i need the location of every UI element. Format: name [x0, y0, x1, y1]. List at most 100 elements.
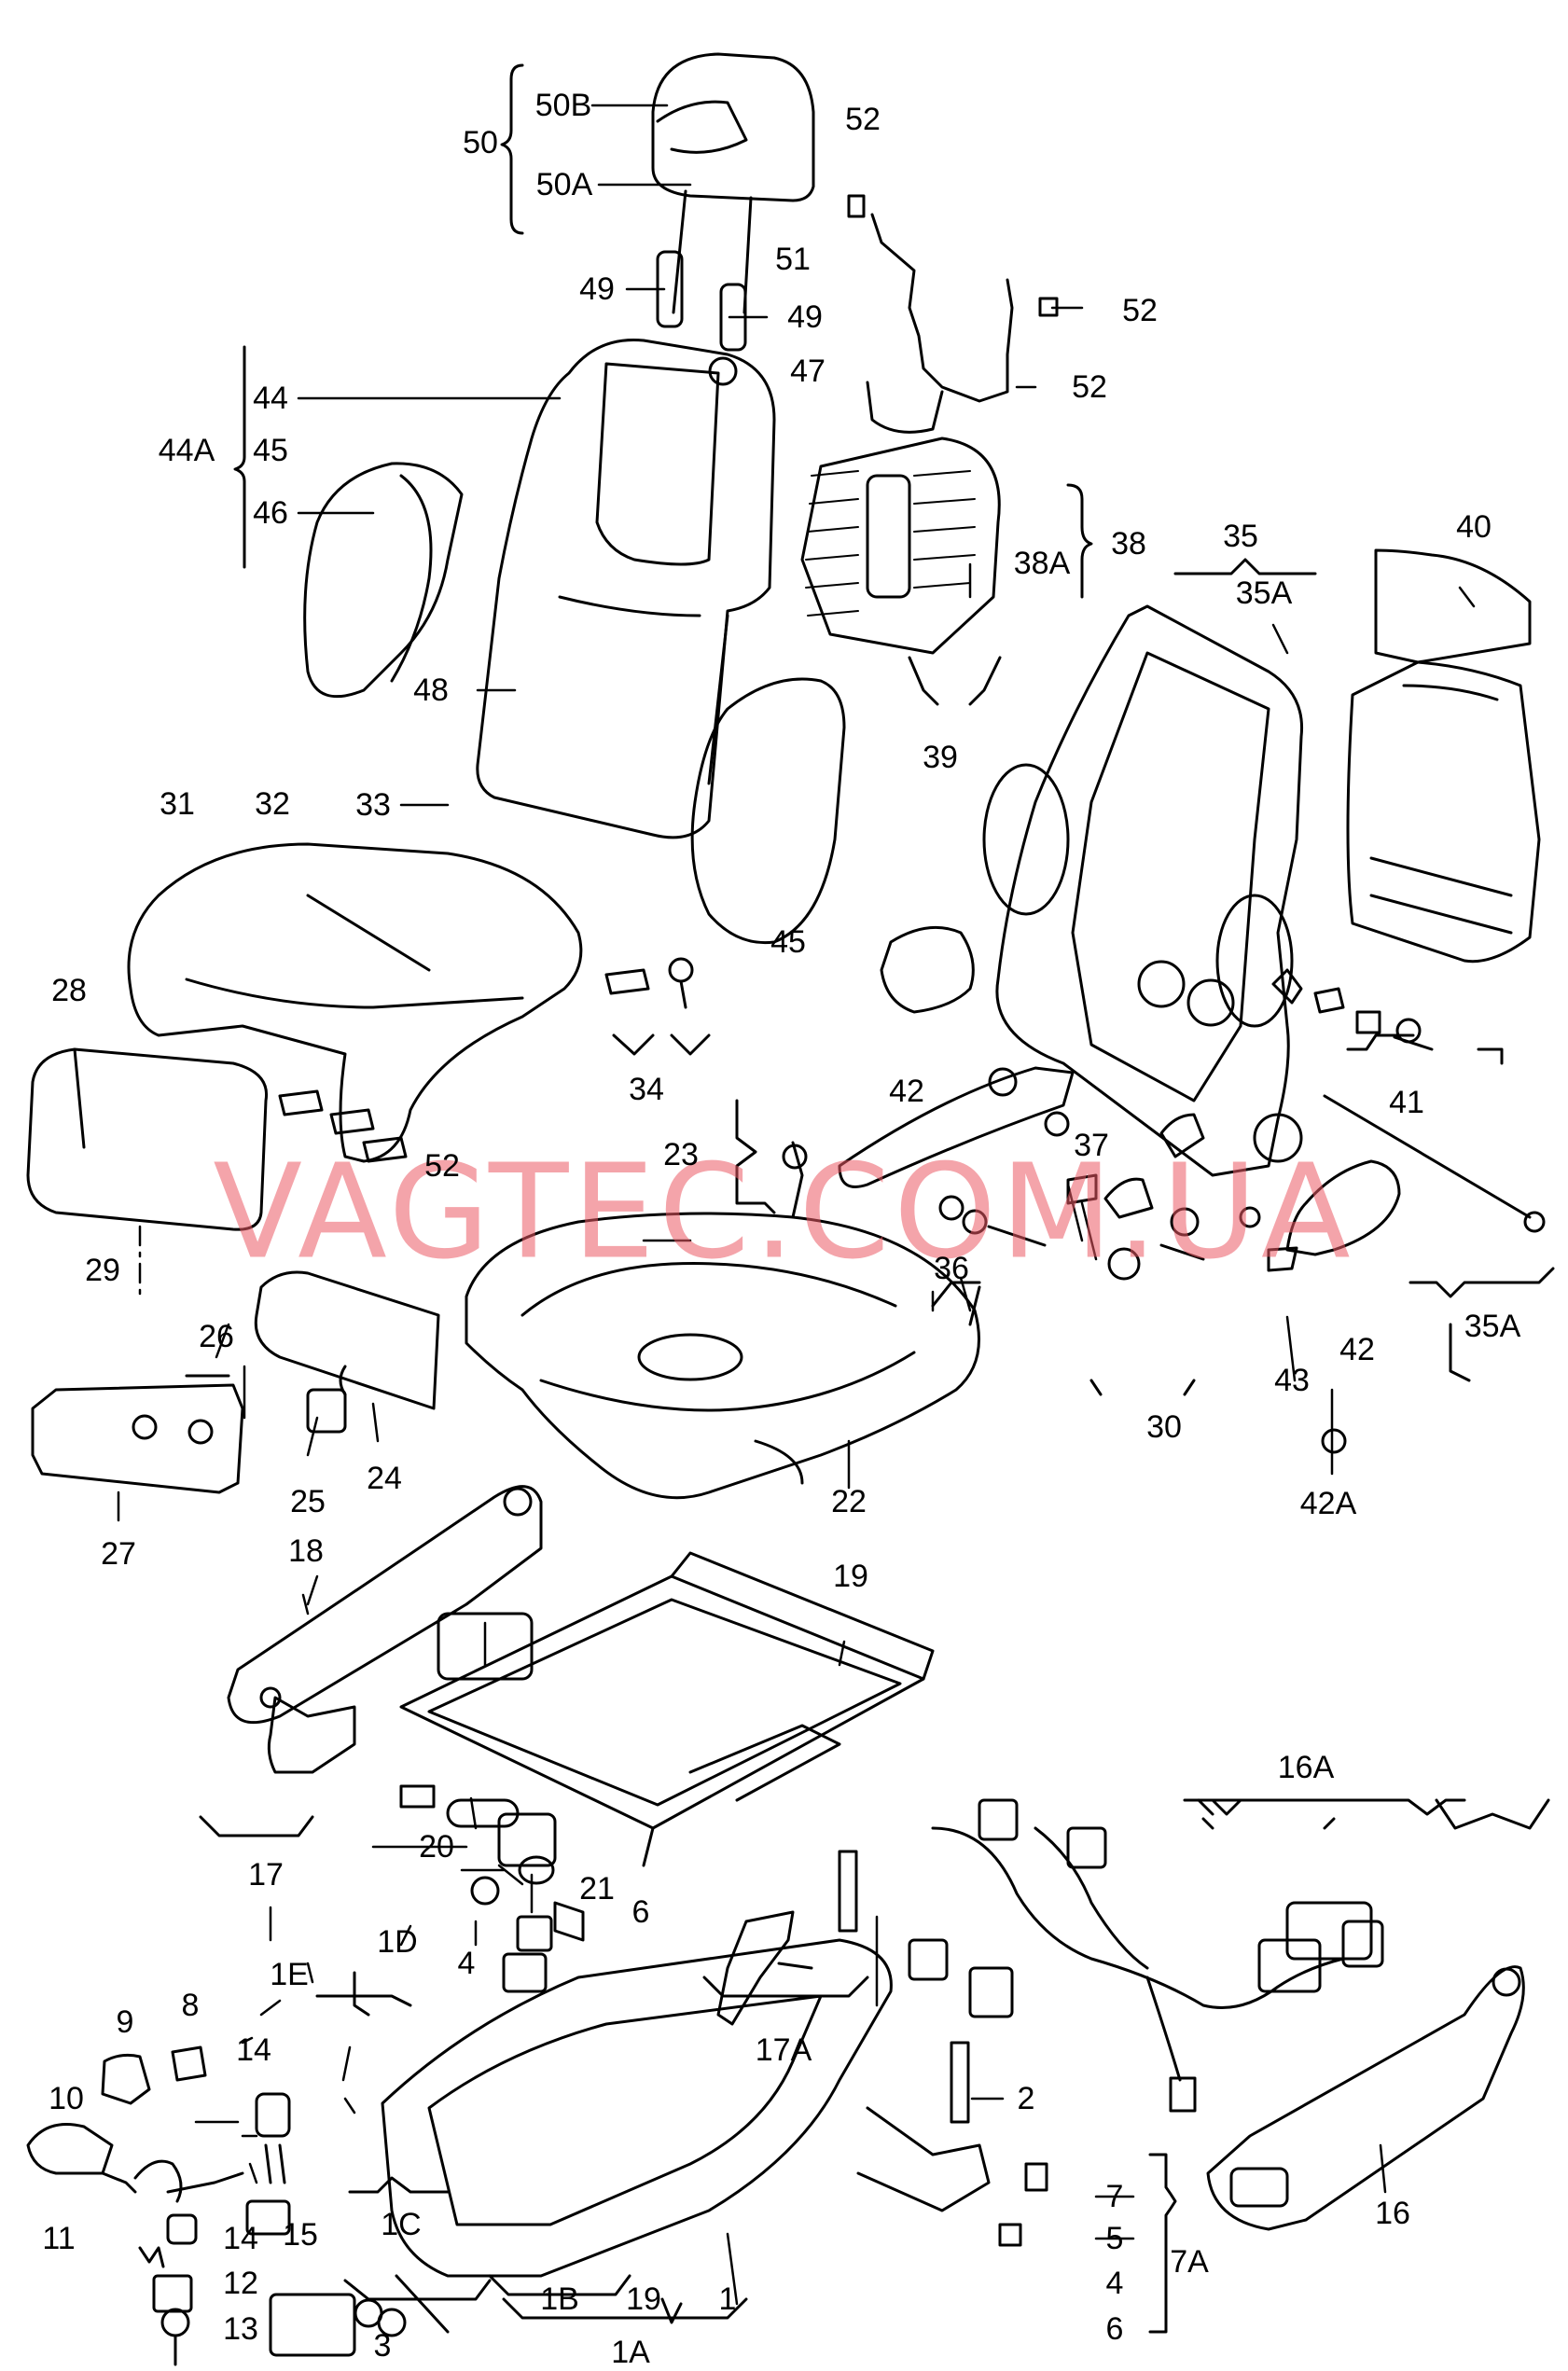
label-3: 3: [373, 2328, 392, 2364]
label-20: 20: [419, 1829, 454, 1865]
label-41: 41: [1389, 1085, 1424, 1120]
label-40: 40: [1456, 509, 1492, 545]
label-52-a: 52: [845, 102, 881, 137]
side-cover-42a: [880, 925, 975, 1014]
seat-motor: [399, 1784, 557, 1906]
label-46: 46: [253, 495, 288, 531]
back-panel: [1346, 548, 1541, 964]
label-11: 11: [42, 2221, 76, 2256]
label-44A: 44A: [158, 433, 215, 468]
label-13: 13: [223, 2311, 258, 2347]
label-25: 25: [290, 1484, 326, 1519]
label-30: 30: [1146, 1409, 1182, 1445]
thigh-support: [26, 1047, 269, 1231]
label-52-c: 52: [1072, 369, 1107, 405]
label-45-b: 45: [770, 924, 806, 960]
bolster-right: [690, 677, 846, 945]
label-7A: 7A: [1170, 2244, 1209, 2280]
label-9: 9: [116, 2004, 134, 2040]
label-2: 2: [1017, 2081, 1035, 2116]
bolster-left: [303, 462, 464, 699]
label-29: 29: [85, 1253, 120, 1288]
wiring-harness: [908, 1798, 1384, 2113]
front-trim: [31, 1383, 244, 1494]
group-brackets: [199, 63, 1555, 2334]
label-35: 35: [1223, 519, 1258, 554]
trim-rail: [254, 1270, 440, 1434]
label-19-a: 19: [833, 1559, 868, 1594]
label-38: 38: [1111, 526, 1146, 562]
label-50B: 50B: [534, 88, 592, 123]
label-19-b: 19: [626, 2281, 661, 2317]
label-47: 47: [790, 354, 826, 389]
label-52-b: 52: [1122, 293, 1158, 328]
label-50: 50: [463, 125, 498, 160]
small-parts: [26, 1850, 1048, 2366]
label-1E: 1E: [270, 1957, 309, 1992]
label-42A: 42A: [1299, 1486, 1357, 1521]
label-6-a: 6: [631, 1894, 650, 1930]
label-18: 18: [288, 1533, 324, 1569]
label-26: 26: [199, 1319, 234, 1354]
label-1: 1: [718, 2281, 737, 2317]
seat-frame: [399, 1551, 935, 1867]
side-trim-16: [1206, 1965, 1525, 2231]
side-cover-42b: [1285, 1159, 1401, 1454]
label-4-a: 4: [457, 1946, 476, 1981]
label-15: 15: [283, 2217, 318, 2253]
label-17: 17: [248, 1857, 284, 1893]
label-42-b: 42: [1339, 1332, 1375, 1367]
label-49-b: 49: [787, 299, 823, 335]
label-22: 22: [831, 1484, 867, 1519]
label-49-a: 49: [579, 271, 615, 307]
seat-cover: [127, 842, 583, 1163]
clips-and-screws: [185, 957, 1471, 1774]
label-33: 33: [355, 787, 391, 823]
lumbar-support: [800, 381, 1001, 655]
seat-pan: [465, 1141, 980, 1500]
label-6-b: 6: [1105, 2311, 1124, 2347]
label-17A: 17A: [755, 2032, 812, 2068]
label-16A: 16A: [1277, 1750, 1335, 1785]
label-42-a: 42: [889, 1074, 924, 1109]
label-39: 39: [923, 740, 958, 775]
label-38A: 38A: [1013, 546, 1071, 581]
label-23: 23: [663, 1137, 699, 1172]
label-7: 7: [1105, 2179, 1124, 2214]
label-5: 5: [1105, 2221, 1124, 2256]
label-34: 34: [629, 1072, 664, 1107]
label-14-b: 14: [223, 2221, 258, 2256]
label-35A: 35A: [1235, 575, 1293, 611]
headrest: [651, 52, 815, 386]
label-1B: 1B: [540, 2281, 579, 2317]
label-12: 12: [223, 2266, 258, 2301]
label-45-a: 45: [253, 433, 288, 468]
label-31: 31: [160, 786, 195, 822]
label-16: 16: [1375, 2196, 1410, 2231]
label-43: 43: [1274, 1363, 1310, 1398]
label-48: 48: [413, 672, 449, 708]
label-37: 37: [1074, 1128, 1109, 1163]
label-50A: 50A: [535, 167, 593, 202]
label-1D: 1D: [377, 1924, 418, 1960]
wire-harness-top: [847, 194, 1059, 403]
backrest-cover: [476, 338, 776, 839]
label-10: 10: [49, 2081, 84, 2116]
backrest-frame: [838, 604, 1546, 1233]
label-32: 32: [255, 786, 290, 822]
label-44: 44: [253, 381, 288, 416]
label-27: 27: [101, 1536, 136, 1572]
label-8: 8: [181, 1988, 200, 2023]
leader-lines: [117, 104, 1476, 2306]
label-36: 36: [934, 1251, 969, 1286]
label-14-a: 14: [236, 2032, 271, 2068]
label-52-d: 52: [424, 1148, 460, 1184]
label-51: 51: [775, 242, 811, 277]
label-1A: 1A: [611, 2335, 650, 2370]
base-frame: [381, 1938, 991, 2278]
side-trim-18: [227, 1485, 543, 1725]
label-4-b: 4: [1105, 2266, 1124, 2301]
label-1C: 1C: [381, 2207, 422, 2242]
